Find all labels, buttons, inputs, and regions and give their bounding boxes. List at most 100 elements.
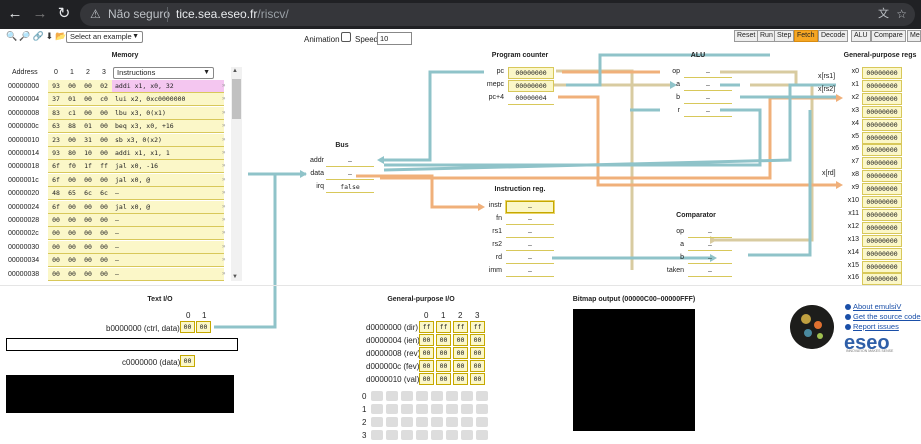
memory-byte[interactable]: 00 — [96, 227, 112, 241]
about-link[interactable]: About emulsiV — [845, 302, 901, 311]
memory-byte[interactable]: 00 — [64, 214, 80, 227]
gpio-pin-button[interactable] — [401, 430, 413, 440]
alu-b-value[interactable]: – — [684, 93, 732, 104]
memory-view-select[interactable]: Instructions ▼ — [113, 67, 214, 79]
instr-rd-value[interactable]: – — [506, 253, 554, 264]
memory-instruction[interactable]: – — [112, 227, 224, 241]
fetch-button[interactable]: Fetch — [794, 30, 818, 42]
pc-pc-value[interactable]: 00000000 — [508, 67, 554, 79]
gpr-value[interactable]: 00000000 — [862, 92, 902, 105]
memory-byte[interactable]: 00 — [80, 267, 96, 281]
gpio-cell[interactable]: 00 — [436, 373, 451, 385]
instr-rs1-value[interactable]: – — [506, 227, 554, 238]
memory-byte[interactable]: 00 — [96, 240, 112, 254]
memory-instruction[interactable]: – — [112, 267, 224, 281]
back-icon[interactable]: ← — [7, 5, 23, 22]
gpr-value[interactable]: 00000000 — [862, 79, 902, 92]
gpio-cell[interactable]: 00 — [436, 334, 451, 346]
memory-byte[interactable]: 00 — [64, 267, 80, 281]
text-input-field[interactable] — [6, 338, 238, 351]
gpr-value[interactable]: 00000000 — [862, 157, 902, 170]
instr-fn-value[interactable]: – — [506, 214, 554, 225]
gpr-value[interactable]: 00000000 — [862, 234, 902, 247]
text-io-ctrl-1[interactable]: 00 — [196, 321, 211, 333]
memory-byte[interactable]: 00 — [48, 227, 64, 241]
gpio-pin-button[interactable] — [431, 417, 443, 427]
scroll-down-icon[interactable]: ▼ — [232, 274, 238, 280]
issues-link[interactable]: Report issues — [845, 322, 899, 331]
memory-byte[interactable]: 23 — [48, 133, 64, 147]
gpio-cell[interactable]: ff — [453, 321, 468, 333]
memory-byte[interactable]: 00 — [96, 120, 112, 134]
gpr-value[interactable]: 00000000 — [862, 208, 902, 221]
memory-instruction[interactable]: lui x2, 0xc0000000 — [112, 93, 224, 107]
memory-byte[interactable]: f0 — [64, 160, 80, 174]
gpr-value[interactable]: 00000000 — [862, 247, 902, 260]
compare-button[interactable]: Compare — [871, 30, 906, 42]
memory-byte[interactable]: 6c — [96, 187, 112, 201]
gpio-pin-button[interactable] — [416, 417, 428, 427]
speed-input[interactable]: 10 — [377, 32, 412, 45]
gpio-cell[interactable]: 00 — [436, 360, 451, 372]
gpio-cell[interactable]: 00 — [419, 360, 434, 372]
reset-button[interactable]: Reset — [734, 30, 759, 42]
memory-byte[interactable]: 00 — [64, 227, 80, 241]
memory-instruction[interactable]: beq x3, x0, +16 — [112, 120, 224, 134]
memory-instruction[interactable]: addi x1, x0, 32 — [112, 80, 224, 93]
memory-byte[interactable]: 01 — [80, 120, 96, 134]
gpio-pin-button[interactable] — [446, 417, 458, 427]
gpio-pin-button[interactable] — [461, 391, 473, 401]
memory-byte[interactable]: 37 — [48, 93, 64, 107]
memory-instruction[interactable]: – — [112, 214, 224, 227]
gpio-pin-button[interactable] — [461, 417, 473, 427]
gpio-cell[interactable]: 00 — [453, 373, 468, 385]
bus-irq-value[interactable]: false — [326, 182, 374, 193]
memory-byte[interactable]: 00 — [96, 173, 112, 187]
text-io-data-value[interactable]: 00 — [180, 355, 195, 367]
gpio-cell[interactable]: 00 — [470, 334, 485, 346]
memory-byte[interactable]: 00 — [64, 133, 80, 147]
scroll-up-icon[interactable]: ▲ — [232, 68, 238, 74]
animation-checkbox[interactable] — [341, 32, 351, 42]
star-icon[interactable]: ☆ — [896, 7, 907, 21]
memory-byte[interactable]: 1f — [80, 160, 96, 174]
memory-byte[interactable]: 31 — [80, 133, 96, 147]
memory-byte[interactable]: 00 — [96, 106, 112, 120]
memory-instruction[interactable]: – — [112, 254, 224, 268]
memory-byte[interactable]: 00 — [80, 173, 96, 187]
translate-icon[interactable]: 文 — [878, 8, 889, 20]
open-folder-icon[interactable]: 📂 — [55, 31, 67, 41]
memory-byte[interactable]: 00 — [80, 214, 96, 227]
alu-r-value[interactable]: – — [684, 106, 732, 117]
memory-byte[interactable]: 00 — [64, 80, 80, 93]
memory-byte[interactable]: 93 — [48, 80, 64, 93]
gpio-pin-button[interactable] — [401, 404, 413, 414]
memory-byte[interactable]: 00 — [80, 80, 96, 93]
gpr-value[interactable]: 00000000 — [862, 273, 902, 286]
gpio-pin-button[interactable] — [446, 391, 458, 401]
gpio-pin-button[interactable] — [401, 391, 413, 401]
memory-byte[interactable]: 00 — [96, 200, 112, 214]
memory-byte[interactable]: 00 — [80, 93, 96, 107]
memory-byte[interactable]: 00 — [80, 200, 96, 214]
gpio-pin-button[interactable] — [386, 404, 398, 414]
memory-byte[interactable]: 00 — [64, 173, 80, 187]
instr-rs2-value[interactable]: – — [506, 240, 554, 251]
memory-byte[interactable]: 93 — [48, 147, 64, 160]
link-icon[interactable]: 🔗 — [32, 31, 44, 41]
instr-imm-value[interactable]: – — [506, 266, 554, 277]
zoom-out-icon[interactable]: 🔎 — [19, 31, 31, 41]
memory-instruction[interactable]: sb x3, 0(x2) — [112, 133, 224, 147]
gpio-pin-button[interactable] — [371, 430, 383, 440]
memory-byte[interactable]: 88 — [64, 120, 80, 134]
gpr-value[interactable]: 00000000 — [862, 183, 902, 196]
